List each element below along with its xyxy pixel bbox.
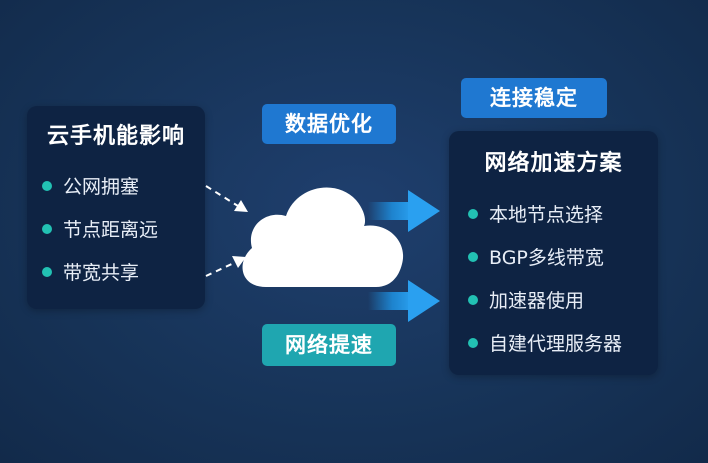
bullet-icon (42, 224, 52, 234)
solution-item: 本地节点选择 (489, 204, 604, 226)
dashed-arrow-icon (205, 256, 246, 277)
bullet-icon (468, 295, 478, 305)
data-optimize-tag: 数据优化 (262, 104, 396, 144)
solution-item: BGP多线带宽 (489, 247, 604, 269)
bullet-icon (42, 267, 52, 277)
bullet-icon (468, 252, 478, 262)
solutions-title: 网络加速方案 (484, 151, 623, 176)
bullet-icon (42, 181, 52, 191)
cloud-icon (242, 187, 404, 287)
solution-item: 加速器使用 (489, 290, 585, 312)
dashed-arrow-icon (205, 185, 248, 212)
solid-arrow-icon (368, 280, 440, 322)
network-speedup-tag: 网络提速 (262, 324, 396, 366)
bullet-icon (468, 209, 478, 219)
factor-item: 公网拥塞 (63, 176, 140, 198)
factor-item: 节点距离远 (63, 219, 159, 241)
solid-arrow-icon (368, 190, 440, 232)
factors-title: 云手机能影响 (46, 124, 185, 149)
factor-item: 带宽共享 (63, 262, 140, 284)
bullet-icon (468, 338, 478, 348)
solution-item: 自建代理服务器 (489, 333, 623, 355)
solutions-panel: 网络加速方案 本地节点选择 BGP多线带宽 加速器使用 自建代理服务器 (449, 131, 658, 375)
connection-stable-tag: 连接稳定 (461, 78, 607, 118)
factors-panel: 云手机能影响 公网拥塞 节点距离远 带宽共享 (27, 106, 205, 309)
